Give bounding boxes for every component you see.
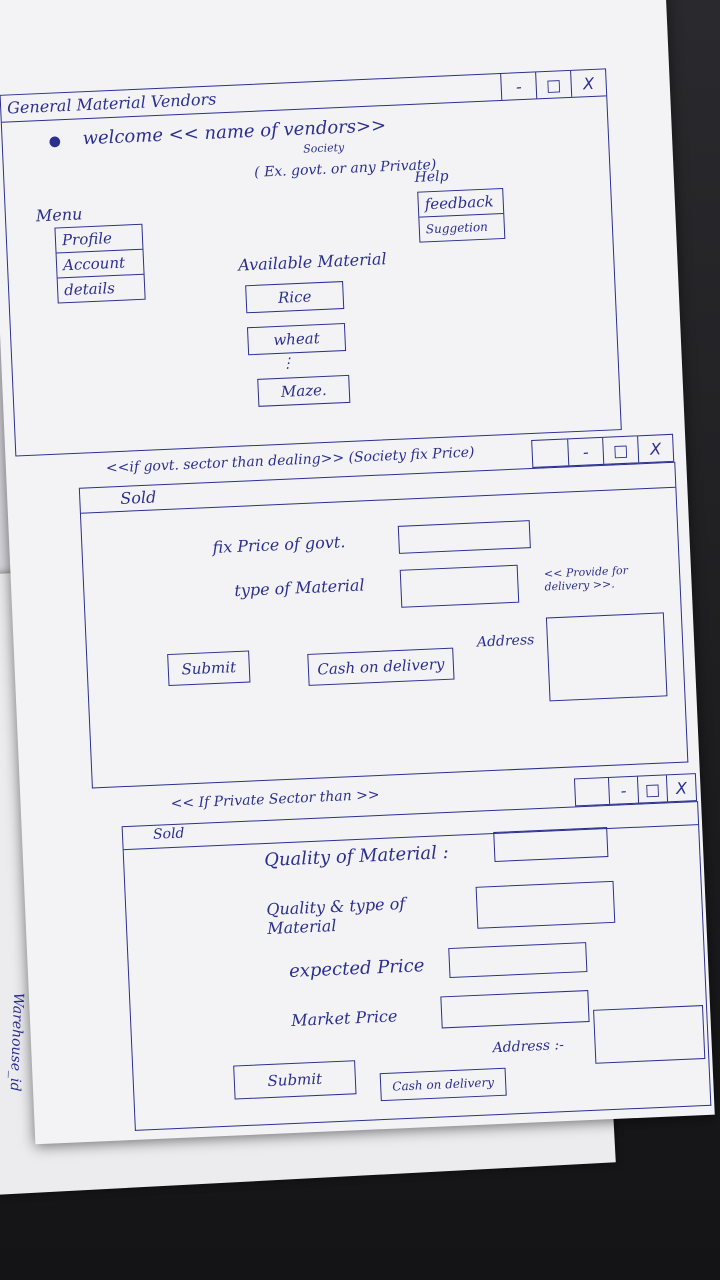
maximize-button[interactable]: □ [636,775,668,803]
close-button[interactable]: X [665,774,697,802]
govt-sold-heading: Sold [119,487,157,508]
private-address-label: Address :- [492,1037,565,1057]
quality-input[interactable] [493,827,609,862]
govt-submit-button[interactable]: Submit [167,650,251,687]
quality-type-input[interactable] [475,880,616,929]
fix-price-input[interactable] [397,520,531,554]
fix-price-label: fix Price of govt. [212,532,346,557]
market-price-label: Market Price [290,1006,398,1030]
private-address-input[interactable] [593,1005,706,1064]
govt-sold-window: - □ X Sold fix Price of govt. type of Ma… [78,433,689,789]
quality-label: Quality of Material : [263,841,450,872]
menu-list: Profile Account details [54,223,146,304]
society-note: Society [302,140,345,156]
help-label: Help [414,168,449,186]
material-type-input[interactable] [399,564,520,608]
expected-price-label: expected Price [288,955,425,983]
maximize-button[interactable]: □ [535,70,572,99]
more-materials-ellipsis: ⋮ [280,355,295,372]
private-sold-heading: Sold [152,825,185,843]
window-controls: - □ X [500,69,607,100]
main-window-title: General Material Vendors [6,89,217,118]
private-submit-button[interactable]: Submit [233,1060,357,1100]
private-sold-window: - □ X Sold Quality of Material : Quality… [121,773,712,1131]
help-item-feedback[interactable]: feedback [418,189,504,218]
private-sector-note: << If Private Sector than >> [170,786,380,813]
help-list: feedback Suggetion [417,187,506,243]
menu-item-account[interactable]: Account [56,249,144,279]
material-rice-button[interactable]: Rice [245,281,345,314]
material-maze-button[interactable]: Maze. [257,374,351,407]
close-button[interactable]: X [570,69,607,97]
minimize-button[interactable]: - [607,776,639,804]
side-label: Warehouse_id [6,992,27,1092]
market-price-input[interactable] [440,990,590,1029]
material-type-label: type of Material [234,575,365,601]
vendor-type-note: ( Ex. govt. or any Private) [253,156,437,181]
user-icon: ● [48,133,62,150]
menu-item-details[interactable]: details [63,279,116,300]
quality-type-label: Quality & type of Material [265,893,406,938]
private-window-controls: - □ X [573,773,698,807]
help-item-suggestion[interactable]: Suggetion [425,219,489,237]
available-material-label: Available Material [237,249,387,275]
main-window-titlebar: General Material Vendors - □ X [0,69,607,123]
expected-price-input[interactable] [448,942,588,979]
main-window: General Material Vendors - □ X ● welcome… [0,68,622,457]
private-cash-on-delivery-button[interactable]: Cash on delivery [379,1067,507,1102]
minimize-button[interactable]: - [567,437,604,466]
close-button[interactable]: X [637,434,674,463]
maximize-button[interactable]: □ [602,436,639,464]
sketch-paper: General Material Vendors - □ X ● welcome… [0,0,715,1145]
govt-address-input[interactable] [545,612,668,702]
material-wheat-button[interactable]: wheat [246,323,347,356]
govt-cash-on-delivery-button[interactable]: Cash on delivery [307,647,455,686]
govt-address-label: Address [476,632,535,651]
minimize-button[interactable]: - [500,72,537,100]
menu-item-profile[interactable]: Profile [55,224,143,254]
delivery-note: << Provide for delivery >>. [543,563,629,594]
menu-label: Menu [35,204,83,226]
